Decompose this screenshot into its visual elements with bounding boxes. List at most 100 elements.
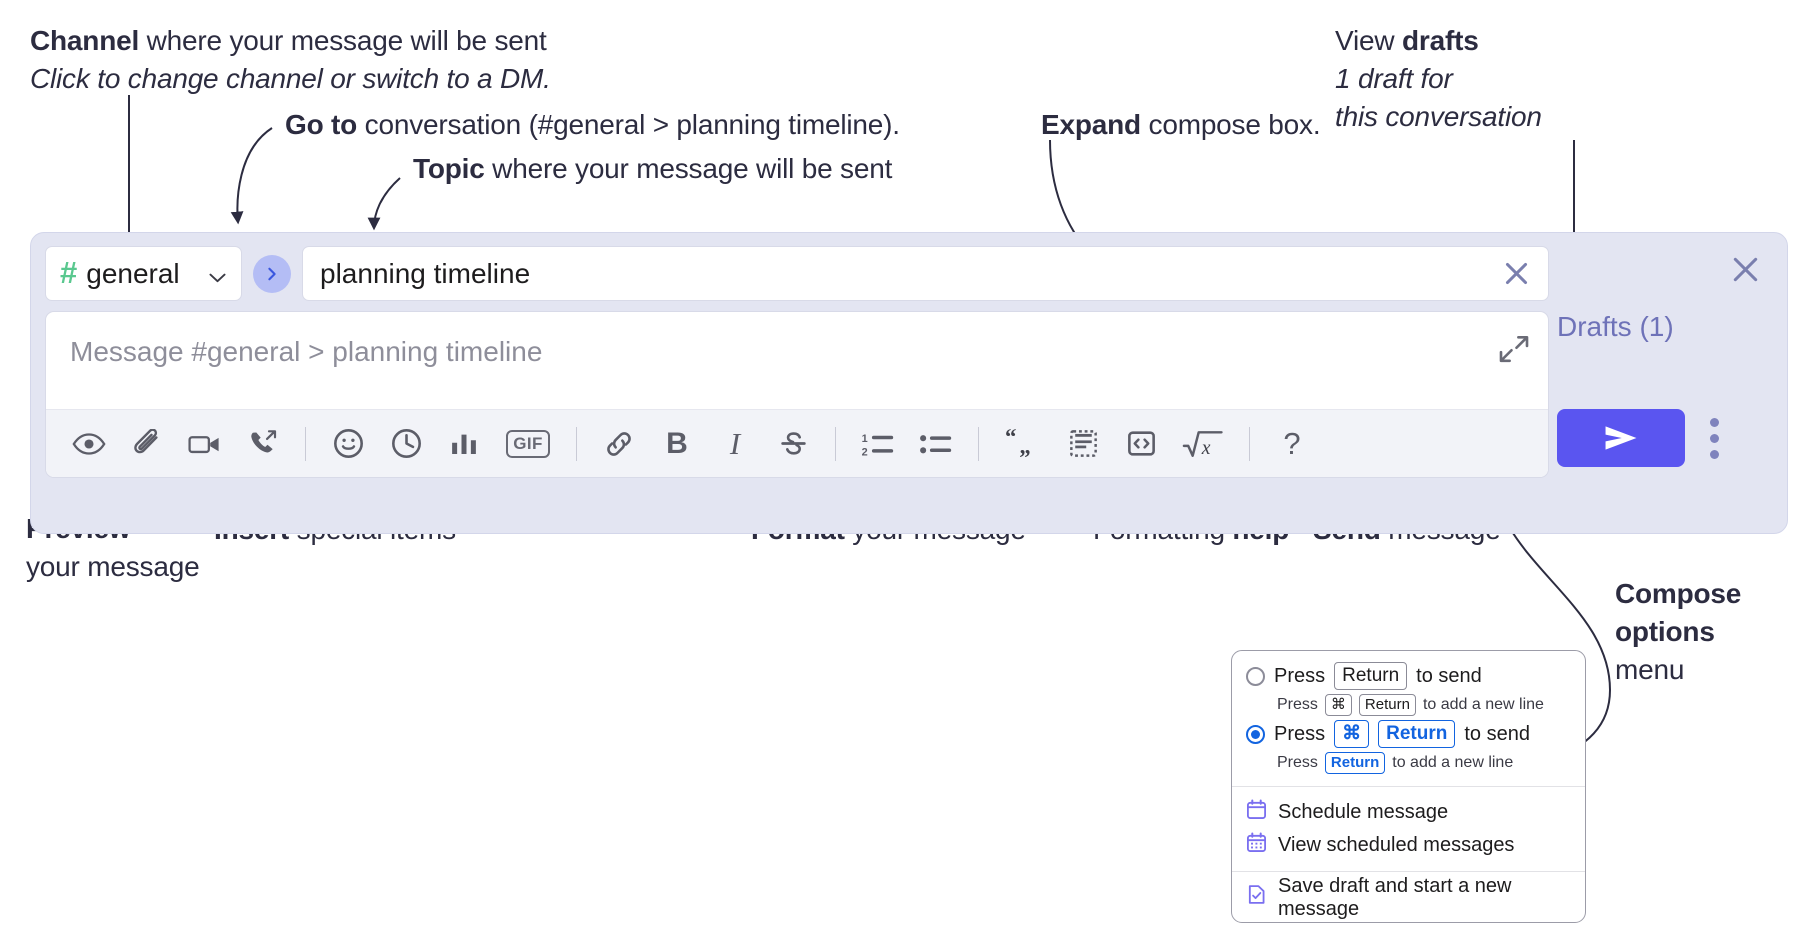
message-input-box[interactable]: Message #general > planning timeline <box>45 311 1549 478</box>
compose-panel: # general planning timeline M <box>30 232 1788 534</box>
calendar-list-icon <box>1246 832 1267 859</box>
send-paper-plane-icon <box>1605 426 1637 450</box>
toolbar-divider <box>305 426 306 461</box>
menu-item-label: Save draft and start a new message <box>1278 874 1512 920</box>
annotation-compose-bold1: Compose <box>1615 578 1742 609</box>
go-to-conversation-button[interactable] <box>253 254 291 293</box>
menu-divider <box>1232 786 1585 787</box>
key-return: Return <box>1334 662 1408 690</box>
poll-bar-chart-icon[interactable] <box>435 418 493 470</box>
menu-item-label: Schedule message <box>1278 801 1449 823</box>
menu-item-view-scheduled-messages[interactable]: View scheduled messages <box>1232 829 1585 862</box>
annotation-drafts-italic2: this conversation <box>1335 101 1542 133</box>
topic-value: planning timeline <box>320 257 531 289</box>
compose-options-menu: Press Return to send Press ⌘ Return to a… <box>1231 650 1586 923</box>
svg-text:1: 1 <box>862 433 868 445</box>
chevron-down-icon <box>209 270 226 282</box>
annotation-compose-options: Compose options menu <box>1615 575 1741 689</box>
reminder-clock-icon[interactable] <box>377 418 435 470</box>
svg-text:2: 2 <box>862 446 868 458</box>
bold-label: B <box>666 426 688 460</box>
hash-channel-icon: # <box>60 255 78 290</box>
audio-clip-icon[interactable] <box>234 418 292 470</box>
help-label: ? <box>1283 425 1301 461</box>
close-icon[interactable] <box>1725 249 1765 289</box>
compose-main-column: # general planning timeline M <box>45 246 1549 478</box>
attachment-paperclip-icon[interactable] <box>118 418 176 470</box>
opt2-post: to send <box>1464 722 1530 745</box>
strikethrough-icon[interactable] <box>764 418 822 470</box>
radio-return[interactable] <box>1246 666 1265 686</box>
annotation-preview-line2: your message <box>26 551 200 583</box>
blockquote-icon[interactable]: “ „ <box>992 418 1054 470</box>
emoji-icon[interactable] <box>319 418 377 470</box>
annotation-topic: Topic where your message will be sent <box>413 150 892 188</box>
send-button[interactable] <box>1557 409 1685 467</box>
link-icon[interactable] <box>590 418 648 470</box>
opt1-post: to send <box>1416 664 1482 687</box>
drafts-link[interactable]: Drafts (1) <box>1557 311 1674 342</box>
gif-icon[interactable]: GIF <box>493 418 563 470</box>
svg-text:“: “ <box>1005 429 1016 450</box>
toolbar-divider <box>835 426 836 461</box>
message-placeholder: Message #general > planning timeline <box>70 336 543 367</box>
annotation-compose-bold2: options <box>1615 616 1715 648</box>
opt2-pre: Press <box>1274 722 1326 745</box>
key-command: ⌘ <box>1334 720 1370 748</box>
bulleted-list-icon[interactable] <box>907 418 965 470</box>
code-block-icon[interactable] <box>1054 418 1112 470</box>
key-return: Return <box>1378 720 1456 748</box>
toolbar-divider <box>576 426 577 461</box>
compose-header-row: # general planning timeline <box>45 246 1549 301</box>
save-draft-icon <box>1246 884 1267 911</box>
italic-icon[interactable]: I <box>706 418 764 470</box>
send-option-cmd-return[interactable]: Press ⌘ Return to send Press Return to a… <box>1232 719 1585 777</box>
send-option-return[interactable]: Press Return to send Press ⌘ Return to a… <box>1232 661 1585 719</box>
annotation-expand: Expand compose box. <box>1041 106 1321 144</box>
annotation-compose-plain: menu <box>1615 654 1685 686</box>
menu-divider <box>1232 871 1585 872</box>
math-icon[interactable]: x <box>1170 418 1236 470</box>
channel-selector[interactable]: # general <box>45 246 242 301</box>
clear-topic-icon[interactable] <box>1492 250 1540 298</box>
bold-icon[interactable]: B <box>648 418 706 470</box>
menu-item-schedule-message[interactable]: Schedule message <box>1232 796 1585 829</box>
annotation-channel: Channel where your message will be sent … <box>30 22 551 98</box>
menu-item-save-draft[interactable]: Save draft and start a new message <box>1232 875 1585 920</box>
formatting-toolbar: GIF B I <box>46 409 1548 477</box>
key-command: ⌘ <box>1324 693 1352 717</box>
formatting-help-icon[interactable]: ? <box>1263 418 1321 470</box>
send-option-cmd-return-sub: Press Return to add a new line <box>1246 749 1571 777</box>
annotation-drafts-plain: View <box>1335 25 1402 56</box>
toolbar-divider <box>978 426 979 461</box>
calendar-schedule-icon <box>1246 799 1267 826</box>
annotation-channel-italic: Click to change channel or switch to a D… <box>30 63 551 95</box>
annotation-goto-bold: Go to <box>285 109 358 140</box>
opt2-sub-post: to add a new line <box>1392 754 1514 771</box>
key-return: Return <box>1324 751 1386 775</box>
compose-side-column: Drafts (1) <box>1547 233 1787 533</box>
key-return: Return <box>1358 693 1416 717</box>
expand-compose-icon[interactable] <box>1494 329 1534 369</box>
preview-eye-icon[interactable] <box>60 418 118 470</box>
svg-text:x: x <box>1201 436 1211 458</box>
send-option-return-sub: Press ⌘ Return to add a new line <box>1246 691 1571 719</box>
opt1-sub-pre: Press <box>1277 696 1318 713</box>
send-option-cmd-return-main: Press ⌘ Return to send <box>1246 719 1571 749</box>
kebab-dot <box>1709 417 1719 427</box>
annotation-drafts: View drafts 1 draft for this conversatio… <box>1335 22 1542 136</box>
kebab-dot <box>1709 449 1719 459</box>
topic-input[interactable]: planning timeline <box>302 246 1549 301</box>
annotation-goto: Go to conversation (#general > planning … <box>285 106 900 144</box>
compose-options-button[interactable] <box>1697 413 1731 463</box>
italic-label: I <box>729 425 741 461</box>
annotation-topic-bold: Topic <box>413 153 485 184</box>
video-camera-icon[interactable] <box>176 418 234 470</box>
ordered-list-icon[interactable]: 1 2 <box>849 418 907 470</box>
inline-code-icon[interactable] <box>1112 418 1170 470</box>
annotation-drafts-bold: drafts <box>1401 25 1479 56</box>
menu-item-label: View scheduled messages <box>1278 834 1515 856</box>
radio-cmd-return[interactable] <box>1246 724 1265 744</box>
kebab-dot <box>1709 433 1719 443</box>
annotation-expand-bold: Expand <box>1041 109 1141 140</box>
